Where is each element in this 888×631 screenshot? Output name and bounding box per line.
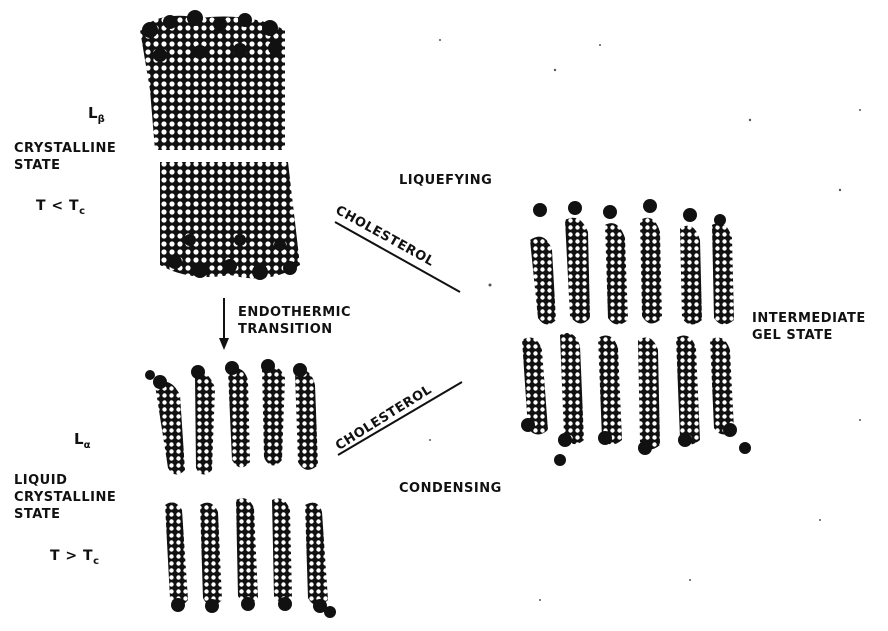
endothermic-transition-label: ENDOTHERMIC TRANSITION [238, 304, 351, 338]
liquid-crystalline-bilayer [145, 359, 336, 618]
liquefying-label: LIQUEFYING [399, 172, 492, 189]
cholesterol-arrow-lower [338, 382, 462, 455]
cholesterol-arrow-upper [335, 222, 460, 292]
crystalline-state-label: CRYSTALLINE STATE [14, 140, 116, 174]
l-alpha-symbol: Lα [74, 430, 90, 451]
intermediate-gel-state-label: INTERMEDIATE GEL STATE [752, 310, 866, 344]
crystalline-bilayer [140, 10, 300, 280]
condensing-label: CONDENSING [399, 480, 502, 497]
t-less-than-tc-label: T < Tc [36, 198, 86, 220]
t-greater-than-tc-label: T > Tc [50, 548, 100, 570]
l-beta-symbol: Lβ [88, 104, 105, 125]
liquid-crystalline-state-label: LIQUID CRYSTALLINE STATE [14, 472, 116, 523]
transition-arrow [219, 298, 229, 350]
intermediate-gel-bilayer [521, 199, 751, 466]
